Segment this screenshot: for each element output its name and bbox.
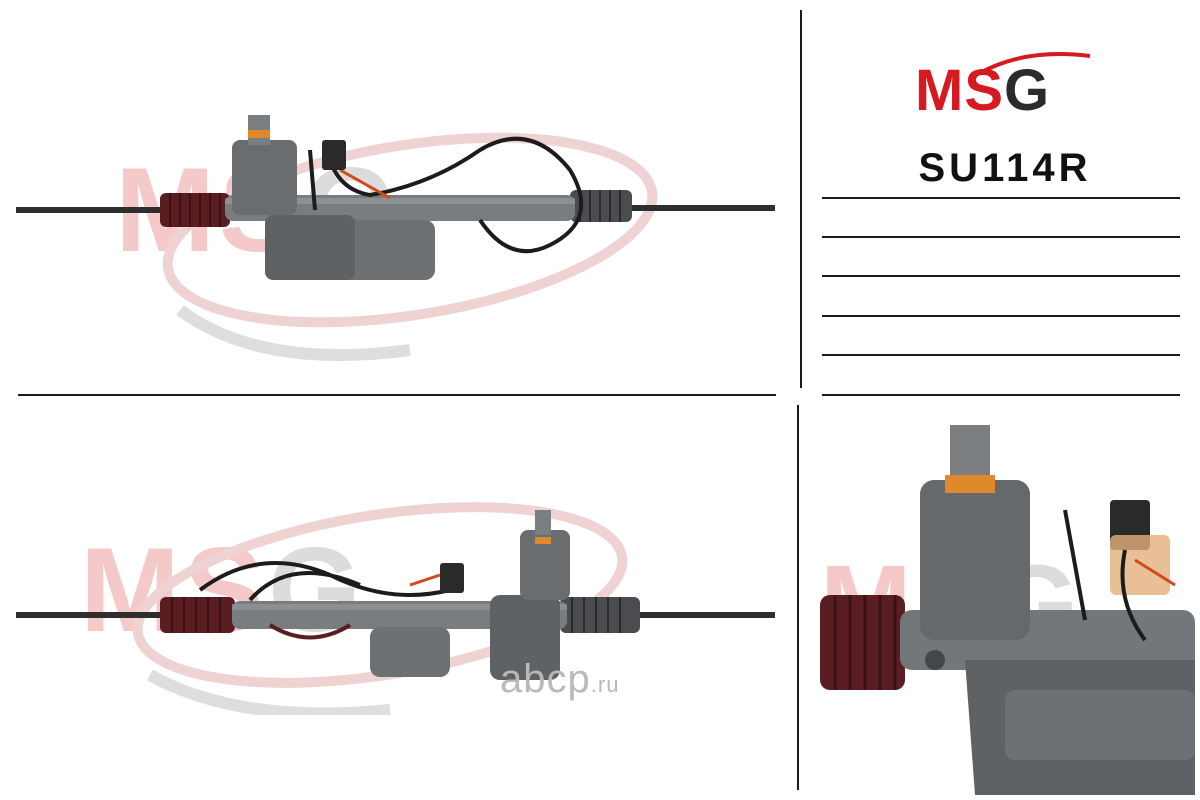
steering-rack-top-icon	[16, 115, 775, 280]
watermark-swoosh	[162, 132, 658, 361]
watermark-site: abcp.ru	[500, 657, 620, 701]
brand-swoosh-icon	[979, 52, 1091, 75]
divider-horizontal-left	[18, 394, 776, 396]
part-number: SU114R	[918, 146, 1092, 190]
steering-rack-front-icon	[16, 510, 775, 680]
blank-line-3	[822, 275, 1180, 277]
steering-rack-closeup-icon	[820, 425, 1195, 795]
product-photo-closeup: MSG	[815, 420, 1195, 795]
product-photo-top: MSG	[10, 80, 785, 380]
divider-vertical-top	[800, 10, 802, 388]
brand-logo: MSG	[915, 58, 1051, 123]
blank-line-6	[822, 394, 1180, 396]
product-photo-front: MSG	[10, 475, 785, 715]
divider-vertical-bottom	[797, 405, 799, 790]
blank-line-4	[822, 315, 1180, 317]
blank-line-1	[822, 197, 1180, 199]
blank-line-5	[822, 354, 1180, 356]
blank-line-2	[822, 236, 1180, 238]
